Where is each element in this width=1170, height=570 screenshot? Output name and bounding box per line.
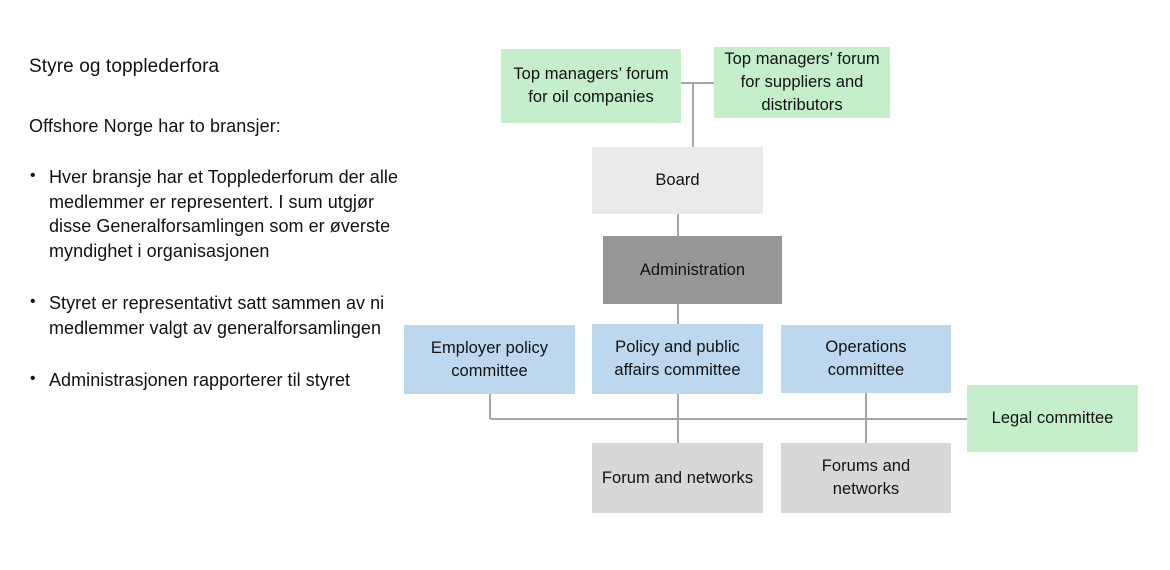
node-policy-and-public-affairs-committee[interactable]: Policy and public affairs committee <box>592 324 763 394</box>
node-label: Forum and networks <box>601 468 754 487</box>
list-item: Styret er representativt satt sammen av … <box>29 290 409 340</box>
bullet-list: Hver bransje har et Topplederforum der a… <box>29 164 409 393</box>
node-employer-policy-committee[interactable]: Employer policy committee <box>404 325 575 394</box>
node-label: Employer policy committee <box>430 338 549 380</box>
node-label: Legal committee <box>991 409 1114 427</box>
lead-paragraph: Offshore Norge har to bransjer: <box>29 116 281 136</box>
list-item: Administrasjonen rapporterer til styret <box>29 367 409 393</box>
node-label: Top managers’ forum for oil companies <box>513 65 669 106</box>
node-label: Administration <box>639 260 746 279</box>
node-administration[interactable]: Administration <box>603 236 782 304</box>
node-legal-committee[interactable]: Legal committee <box>967 385 1138 452</box>
node-operations-committee[interactable]: Operations committee <box>781 325 951 393</box>
text-panel: Styre og topplederfora Offshore Norge ha… <box>29 54 409 393</box>
node-forums-and-networks[interactable]: Forums and networks <box>781 443 951 513</box>
node-label: Operations committee <box>825 338 907 379</box>
node-top-managers-forum-oil-companies[interactable]: Top managers’ forum for oil companies <box>501 49 681 123</box>
node-label: Top managers’ forum for suppliers and di… <box>724 50 880 114</box>
node-forum-and-networks[interactable]: Forum and networks <box>592 443 763 513</box>
node-label: Forums and networks <box>821 457 911 498</box>
node-label: Policy and public affairs committee <box>614 338 741 379</box>
list-item: Hver bransje har et Topplederforum der a… <box>29 164 409 263</box>
node-label: Board <box>655 171 700 189</box>
node-top-managers-forum-suppliers-distributors[interactable]: Top managers’ forum for suppliers and di… <box>714 47 890 118</box>
node-board[interactable]: Board <box>592 147 763 214</box>
page-title: Styre og topplederfora <box>29 56 220 77</box>
